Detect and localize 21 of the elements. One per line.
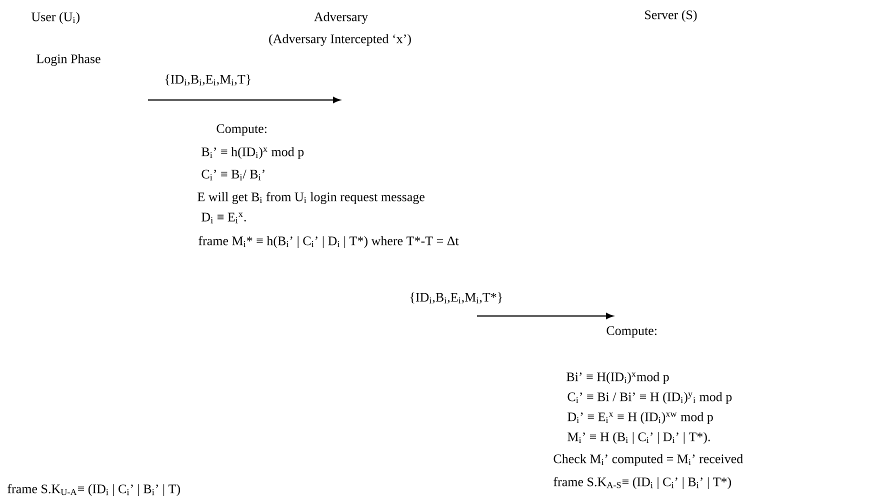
column-heading: Adversary [314, 12, 368, 24]
column-heading: User (U$_{i}$) [31, 12, 80, 24]
equation-text: D$_{i}$’ ≡ E$_{i}$$^{x}$ ≡ H (ID$_{i}$)$^{xw}$ mod p [568, 412, 713, 424]
column-subheading: (Adversary Intercepted ‘x’) [269, 34, 411, 46]
equation-text: C$_{i}$’ ≡ B$_{i}$/ B$_{i}$’ [202, 170, 264, 180]
equation-text: D$_{i}$ ≡ E$_{i}$$^{x}$. [202, 212, 246, 224]
message-label: {ID$_{i}$,B$_{i}$,E$_{i}$,M$_{i}$,T*} [410, 292, 502, 304]
equation-text: M$_{i}$’ ≡ H (B$_{i}$ | C$_{i}$’ | D$_{i}$’ | T*). [568, 432, 710, 444]
equation-text: frame M$_{i}$* ≡ h(B$_{i}$’ | C$_{i}$’ | D$_{i}$ | T*) where T*-T = Δt [198, 236, 459, 248]
equation-text: Check M$_{i}$’ computed = M$_{i}$’ received [554, 454, 743, 466]
column-heading: Server (S) [645, 10, 697, 22]
equation-text: C$_{i}$’ ≡ Bi / Bi’ ≡ H (ID$_{i}$)$^{y}$$_{i}$ mod p [568, 392, 732, 404]
note-text: E will get B$_{i}$ from U$_{i}$ login request message [198, 192, 424, 204]
message-label: {ID$_{i}$,B$_{i}$,E$_{i}$,M$_{i}$,T} [165, 74, 250, 86]
equation-text: Bi’ ≡ H(ID$_{i}$)$^{x}$mod p [566, 372, 669, 384]
compute-heading: Compute: [216, 124, 266, 136]
equation-text: B$_{i}$’ ≡ h(ID$_{i}$)$^{x}$ mod p [202, 147, 304, 159]
compute-heading: Compute: [606, 326, 656, 338]
equation-text: frame S.K$_{A-S}$≡ (ID$_{i}$ | C$_{i}$’ | B$_{i}$’ | T*) [554, 477, 732, 489]
equation-text: frame S.K$_{U-A}$≡ (ID$_{i}$ | C$_{i}$’ | B$_{i}$’ | T) [8, 484, 180, 496]
phase-label: Login Phase [36, 54, 100, 66]
